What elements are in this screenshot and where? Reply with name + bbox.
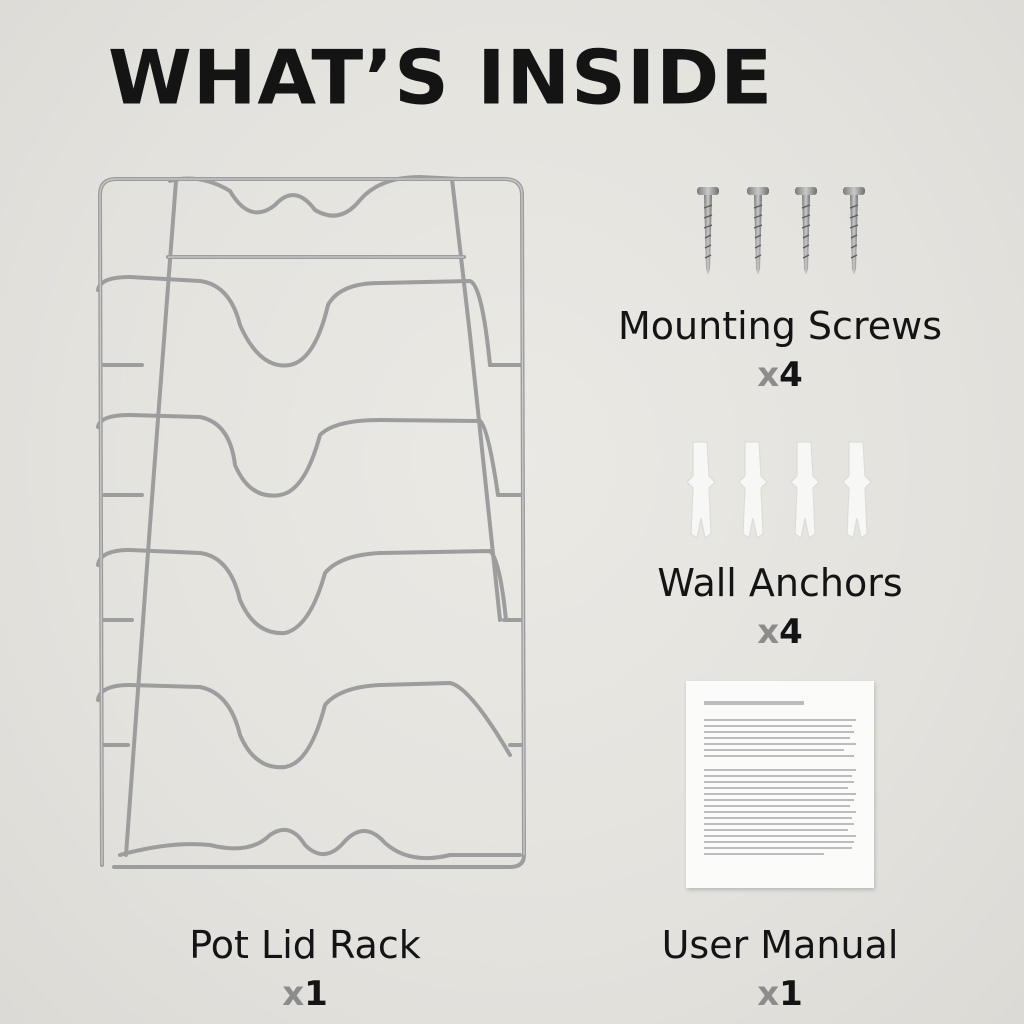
wall-anchor-icon	[842, 441, 872, 539]
user-manual-label: User Manual	[661, 923, 899, 967]
wall-anchors-label: Wall Anchors	[657, 561, 903, 605]
wall-anchor-icon	[738, 441, 768, 539]
pot-lid-rack-image	[96, 175, 526, 869]
mounting-screws-label: Mounting Screws	[617, 304, 942, 348]
screw-icon	[843, 187, 865, 275]
page-title: WHAT’S INSIDE	[108, 33, 774, 122]
manual-text-lines	[704, 701, 856, 855]
pot-lid-rack-label: Pot Lid Rack	[189, 923, 421, 967]
wall-anchor-icon	[686, 441, 716, 539]
screw-icon	[747, 187, 769, 275]
wall-anchors-qty: x4	[757, 612, 803, 652]
user-manual-qty: x1	[757, 974, 803, 1014]
screws-group	[697, 187, 865, 275]
wall-anchor-icon	[790, 441, 820, 539]
screw-icon	[795, 187, 817, 275]
pot-lid-rack-qty: x1	[282, 974, 328, 1014]
screw-icon	[697, 187, 719, 275]
anchors-group	[686, 441, 872, 539]
mounting-screws-qty: x4	[757, 355, 803, 395]
manual-document-icon	[686, 681, 874, 888]
